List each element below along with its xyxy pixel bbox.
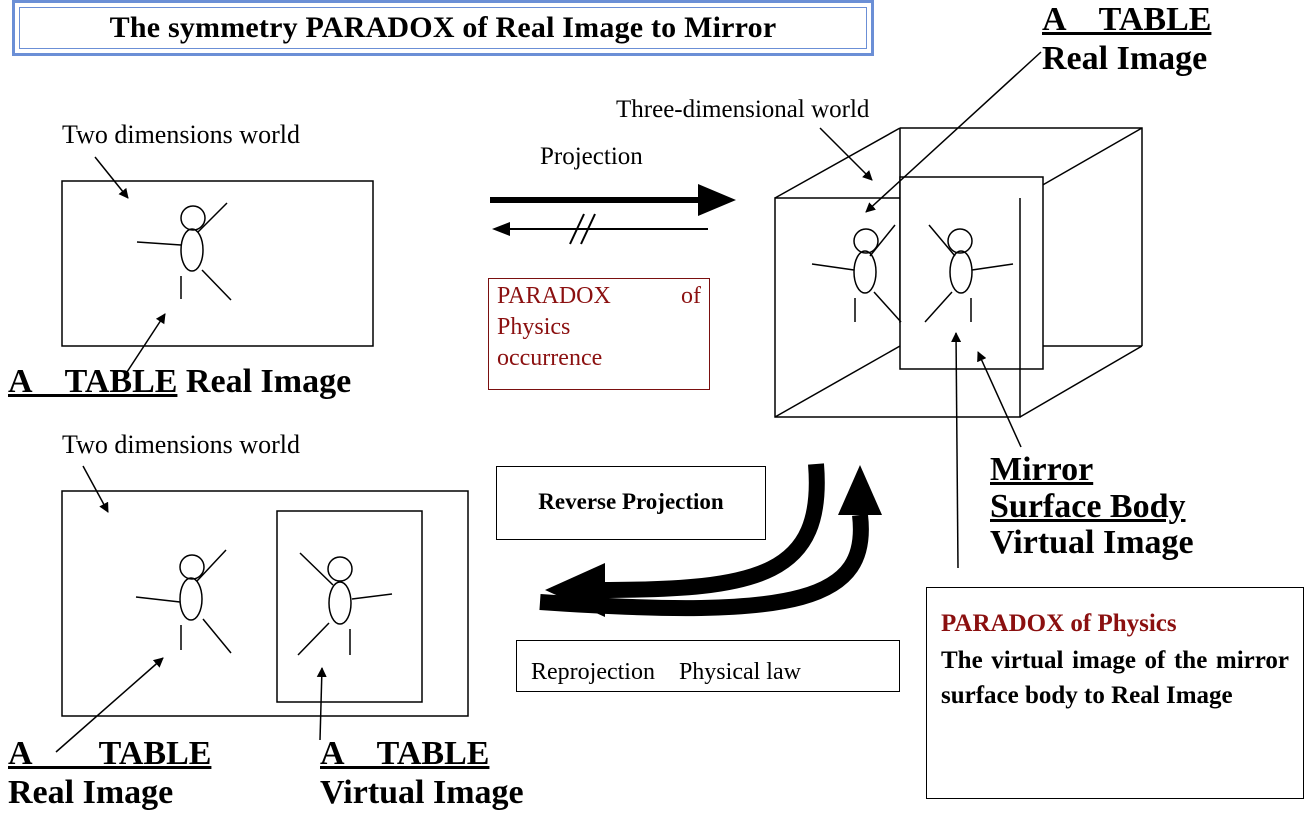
reverse-projection-label: Reverse Projection bbox=[538, 489, 724, 514]
reprojection-label: Reprojection Physical law bbox=[531, 659, 801, 685]
virtual-image-label: Virtual Image bbox=[990, 524, 1194, 562]
of-word: of bbox=[681, 283, 701, 309]
mirror-2d-frame bbox=[276, 510, 423, 703]
table-real-image-label-right: A TABLE Real Image bbox=[1042, 0, 1211, 78]
mirror-surface-body-label: Mirror Surface Body Virtual Image bbox=[990, 451, 1194, 562]
three-d-world-label: Three-dimensional world bbox=[616, 96, 870, 123]
real-image-label: Real Image bbox=[8, 774, 174, 812]
two-d-world-label-top: Two dimensions world bbox=[62, 120, 300, 149]
pointer-world-top bbox=[94, 156, 129, 199]
table-label: A TABLE bbox=[320, 735, 490, 772]
stick-figure-real-bottom bbox=[135, 549, 232, 654]
real-image-label: Real Image bbox=[1042, 40, 1208, 78]
physics-word: Physics bbox=[497, 314, 571, 341]
pointer-table-right bbox=[865, 51, 1042, 213]
stick-figure-real-top bbox=[136, 202, 232, 301]
page-title: The symmetry PARADOX of Real Image to Mi… bbox=[109, 11, 777, 44]
two-d-world-frame-bottom bbox=[61, 490, 469, 717]
pointer-mirror-virtual bbox=[977, 351, 1022, 448]
table-virtual-image-label-bottom: A TABLE Virtual Image bbox=[320, 734, 524, 812]
stick-figure-real-3d bbox=[811, 224, 902, 323]
mirror-label: Mirror bbox=[990, 451, 1094, 488]
paradox-word: PARADOX bbox=[497, 283, 611, 309]
projection-label: Projection bbox=[540, 143, 643, 170]
table-real-image-label-bottom: A TABLE Real Image bbox=[8, 734, 211, 812]
pointer-table-bottom-virtual bbox=[316, 667, 327, 741]
table-label: A TABLE bbox=[8, 363, 178, 400]
table-label: A TABLE bbox=[1042, 1, 1212, 38]
table-real-image-label-top: A TABLE Real Image bbox=[8, 362, 351, 401]
pointer-3d-world bbox=[819, 127, 873, 181]
pointer-world-bottom bbox=[82, 465, 109, 513]
pointer-table-bottom-real bbox=[55, 657, 164, 753]
two-d-world-frame-top bbox=[61, 180, 374, 347]
virtual-image-label: Virtual Image bbox=[320, 774, 524, 812]
paradox-heading: PARADOX of Physics bbox=[941, 610, 1177, 637]
reverse-projection-curved-arrow bbox=[599, 463, 825, 598]
two-d-world-label-bottom: Two dimensions world bbox=[62, 430, 300, 459]
stick-figure-virtual-3d bbox=[924, 224, 1014, 323]
occurrence-word: occurrence bbox=[497, 345, 603, 372]
reprojection-curved-arrow bbox=[539, 514, 869, 617]
reverse-projection-box: Reverse Projection bbox=[496, 466, 766, 540]
paradox-occurrence-box: PARADOX of Physics occurrence bbox=[488, 278, 710, 390]
pointer-paradox-law bbox=[951, 332, 962, 569]
surface-body-label: Surface Body bbox=[990, 487, 1186, 525]
stick-figure-virtual-bottom bbox=[297, 552, 393, 656]
table-label: A TABLE bbox=[8, 735, 212, 772]
reprojection-box: Reprojection Physical law bbox=[516, 640, 900, 692]
projection-arrowhead bbox=[698, 184, 736, 216]
real-image-label: Real Image bbox=[185, 363, 352, 400]
paradox-of-physics-box: PARADOX of Physics The virtual image of … bbox=[926, 587, 1304, 799]
paradox-body: The virtual image of the mirror surface … bbox=[941, 647, 1289, 709]
pointer-table-top bbox=[126, 313, 166, 373]
reprojection-arrowhead bbox=[838, 465, 882, 515]
title-box: The symmetry PARADOX of Real Image to Mi… bbox=[12, 0, 874, 56]
